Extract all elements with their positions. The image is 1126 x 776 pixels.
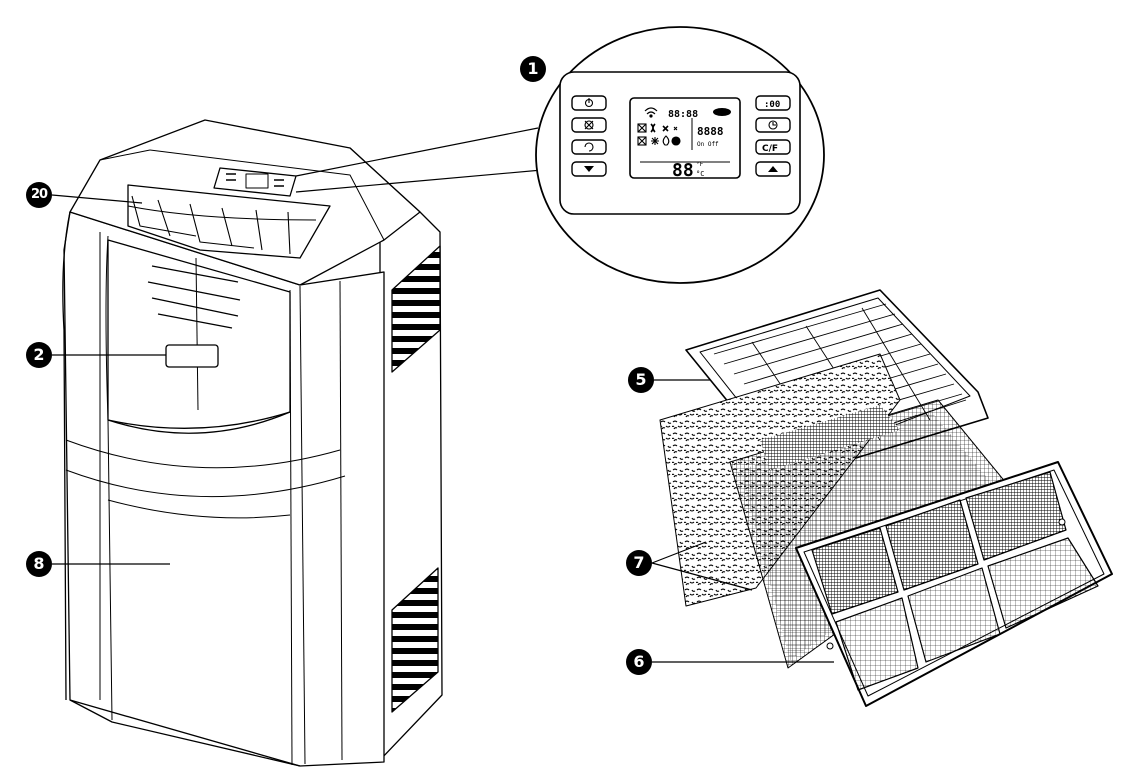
lcd-unit-f: °F — [696, 161, 704, 168]
down-button[interactable] — [571, 161, 607, 177]
down-arrow-icon — [584, 166, 594, 172]
callout-7: 7 — [626, 550, 652, 576]
clock-button[interactable] — [755, 117, 791, 133]
power-icon — [584, 98, 594, 108]
cf-button[interactable]: C/F — [755, 139, 791, 155]
filter-assembly — [659, 289, 1113, 707]
frame-filter — [795, 461, 1113, 707]
zoom-lines — [295, 127, 543, 193]
mode-icons — [637, 123, 681, 146]
callout-2: 2 — [26, 342, 52, 368]
side-vents-upper — [391, 245, 441, 373]
lcd-unit-c: °C — [696, 170, 704, 178]
lcd-timer-readout: 8888 — [697, 125, 724, 138]
callout-6: 6 — [626, 649, 652, 675]
timer-button[interactable]: :00 — [755, 95, 791, 111]
air-conditioner-unit — [62, 119, 443, 767]
swing-icon — [584, 142, 594, 152]
clock-icon — [768, 120, 778, 130]
front-display-window — [165, 344, 219, 368]
callout-1: 1 — [520, 56, 546, 82]
mode-button[interactable] — [571, 139, 607, 155]
wifi-icon — [644, 107, 658, 118]
lcd-on-off: On Off — [697, 141, 719, 148]
timer-button-label: :00 — [764, 100, 780, 110]
fan-icon — [584, 120, 594, 130]
lcd-time-readout: 88:88 — [668, 109, 698, 120]
lcd-display — [629, 97, 741, 179]
remote-icon — [713, 108, 731, 116]
callout-5: 5 — [628, 367, 654, 393]
up-arrow-icon — [768, 166, 778, 172]
callout-8: 8 — [26, 551, 52, 577]
leader-lines — [51, 194, 834, 663]
air-outlet — [127, 184, 331, 259]
up-button[interactable] — [755, 161, 791, 177]
callout-20: 20 — [26, 182, 52, 208]
lcd-temperature: 88 — [672, 160, 694, 181]
control-panel-zoom: 88:88 8888 On Off 88 °F °C — [535, 26, 825, 284]
side-vents-lower — [391, 567, 439, 713]
cf-button-label: C/F — [762, 144, 778, 154]
fan-button[interactable] — [571, 117, 607, 133]
power-button[interactable] — [571, 95, 607, 111]
